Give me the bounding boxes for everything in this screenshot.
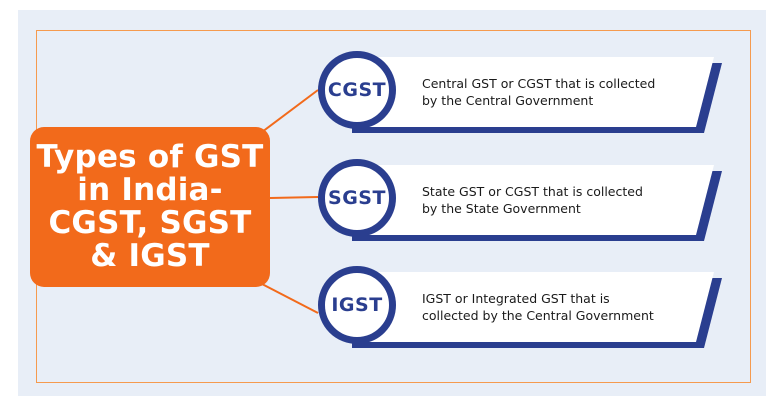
badge-label: IGST — [331, 294, 383, 316]
card-description: IGST or Integrated GST that is collected… — [422, 291, 654, 323]
card-igst: IGST IGST or Integrated GST that is coll… — [312, 262, 722, 348]
card-description: State GST or CGST that is collected by t… — [422, 184, 643, 216]
card-banner — [352, 272, 722, 348]
card-sgst: SGST State GST or CGST that is collected… — [312, 155, 722, 241]
main-title: Types of GST in India- CGST, SGST & IGST — [36, 139, 264, 274]
connector-sgst — [269, 196, 319, 199]
badge-label: CGST — [327, 79, 387, 101]
card-banner — [352, 165, 722, 241]
badge-circle: IGST — [318, 266, 396, 344]
card-description: Central GST or CGST that is collected by… — [422, 76, 656, 108]
badge-label: SGST — [328, 187, 386, 209]
card-cgst: CGST Central GST or CGST that is collect… — [312, 47, 722, 133]
card-banner — [352, 57, 722, 133]
badge-circle: CGST — [318, 51, 396, 129]
connector-cgst — [261, 89, 319, 133]
connector-igst — [261, 283, 319, 314]
badge-circle: SGST — [318, 159, 396, 237]
title-box: Types of GST in India- CGST, SGST & IGST — [30, 127, 270, 287]
